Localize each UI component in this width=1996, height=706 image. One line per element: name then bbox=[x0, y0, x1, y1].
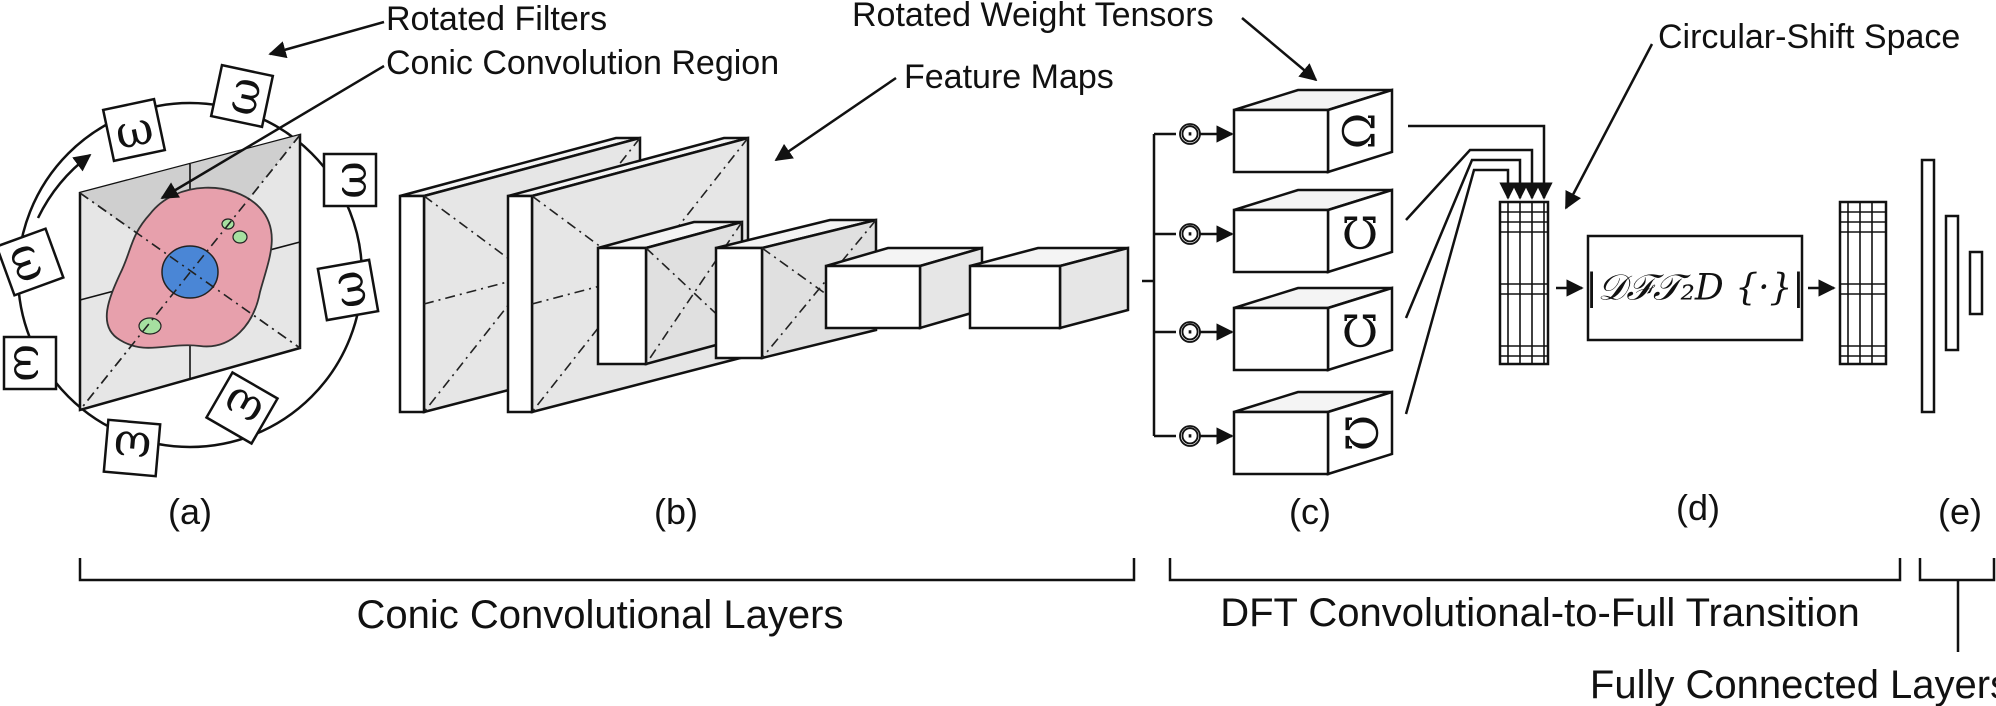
filter-tile: ω bbox=[101, 97, 167, 163]
label-rotated-filters: Rotated Filters bbox=[386, 0, 607, 38]
vesicle bbox=[138, 317, 162, 335]
hadamard-symbol: ⊙ bbox=[1179, 421, 1201, 451]
feature-map-block bbox=[824, 246, 984, 330]
filter-glyph: ω bbox=[323, 161, 377, 199]
section-brackets: Conic Convolutional Layers DFT Convoluti… bbox=[78, 558, 1996, 706]
filter-glyph: ω bbox=[3, 344, 57, 382]
caption-a: (a) bbox=[168, 491, 212, 532]
bracket-conic bbox=[78, 558, 1136, 582]
filter-tile: ω bbox=[102, 418, 162, 478]
bracket-fc bbox=[1918, 558, 1996, 582]
hadamard-symbol: ⊙ bbox=[1179, 119, 1201, 149]
dft-output-grid bbox=[1838, 200, 1888, 366]
tensor-glyph: Ω bbox=[1342, 206, 1378, 257]
section-conic: Conic Convolutional Layers bbox=[357, 593, 844, 637]
captions: (a) (b) (c) (d) (e) bbox=[168, 487, 1982, 532]
caption-d: (d) bbox=[1676, 487, 1720, 528]
filter-tile: ω bbox=[322, 152, 378, 208]
panel-d: |𝒟ℱ𝒯₂D {·}| bbox=[1498, 200, 1888, 366]
filter-tile: ω bbox=[209, 63, 275, 129]
caption-c: (c) bbox=[1289, 491, 1331, 532]
tensor-branch: ⊙ Ω bbox=[1154, 88, 1394, 174]
fc-layer bbox=[1920, 158, 1936, 414]
filter-tile: ω bbox=[2, 335, 58, 391]
tensor-branch: ⊙ Ω bbox=[1154, 188, 1394, 274]
tensor-glyph: Ω bbox=[1335, 415, 1386, 451]
tensor-branch: ⊙ Ω bbox=[1154, 390, 1394, 476]
rotation-arrow bbox=[36, 153, 92, 219]
section-dft: DFT Convolutional-to-Full Transition bbox=[1220, 591, 1860, 635]
dft-formula: |𝒟ℱ𝒯₂D {·}| bbox=[1585, 268, 1804, 309]
feature-map-block bbox=[968, 246, 1130, 330]
filter-glyph: ω bbox=[111, 419, 153, 476]
fc-layer bbox=[1968, 250, 1984, 316]
filter-glyph: ω bbox=[318, 267, 378, 313]
tensor-glyph: Ω bbox=[1335, 113, 1386, 149]
circular-shift-grid bbox=[1498, 200, 1550, 366]
fc-layer bbox=[1944, 214, 1960, 352]
caption-e: (e) bbox=[1938, 491, 1982, 532]
hadamard-symbol: ⊙ bbox=[1179, 219, 1201, 249]
filter-tile: ω bbox=[0, 227, 65, 297]
label-feature-maps: Feature Maps bbox=[904, 58, 1114, 96]
bracket-dft bbox=[1168, 558, 1902, 582]
annotations: Rotated Filters Conic Convolution Region… bbox=[160, 0, 1960, 210]
panel-b bbox=[398, 136, 1130, 414]
hadamard-symbol: ⊙ bbox=[1179, 317, 1201, 347]
filter-tile: ω bbox=[316, 258, 380, 322]
panel-e bbox=[1920, 158, 1984, 414]
nucleus bbox=[161, 245, 219, 299]
section-fc: Fully Connected Layers bbox=[1590, 663, 1996, 706]
filter-tile: ω bbox=[204, 370, 280, 446]
dft-box bbox=[1586, 234, 1804, 342]
tensor-glyph: Ω bbox=[1342, 304, 1378, 355]
label-conic-region: Conic Convolution Region bbox=[386, 44, 779, 82]
tensor-branch: ⊙ Ω bbox=[1154, 286, 1394, 372]
panel-c: ⊙ Ω ⊙ Ω ⊙ Ω bbox=[1142, 88, 1553, 476]
label-circular-shift: Circular-Shift Space bbox=[1658, 18, 1960, 56]
caption-b: (b) bbox=[654, 491, 698, 532]
panel-a: ω ω ω ω ω ω ω ω bbox=[0, 63, 380, 478]
label-rotated-weights: Rotated Weight Tensors bbox=[852, 0, 1214, 34]
vesicle bbox=[232, 230, 248, 244]
